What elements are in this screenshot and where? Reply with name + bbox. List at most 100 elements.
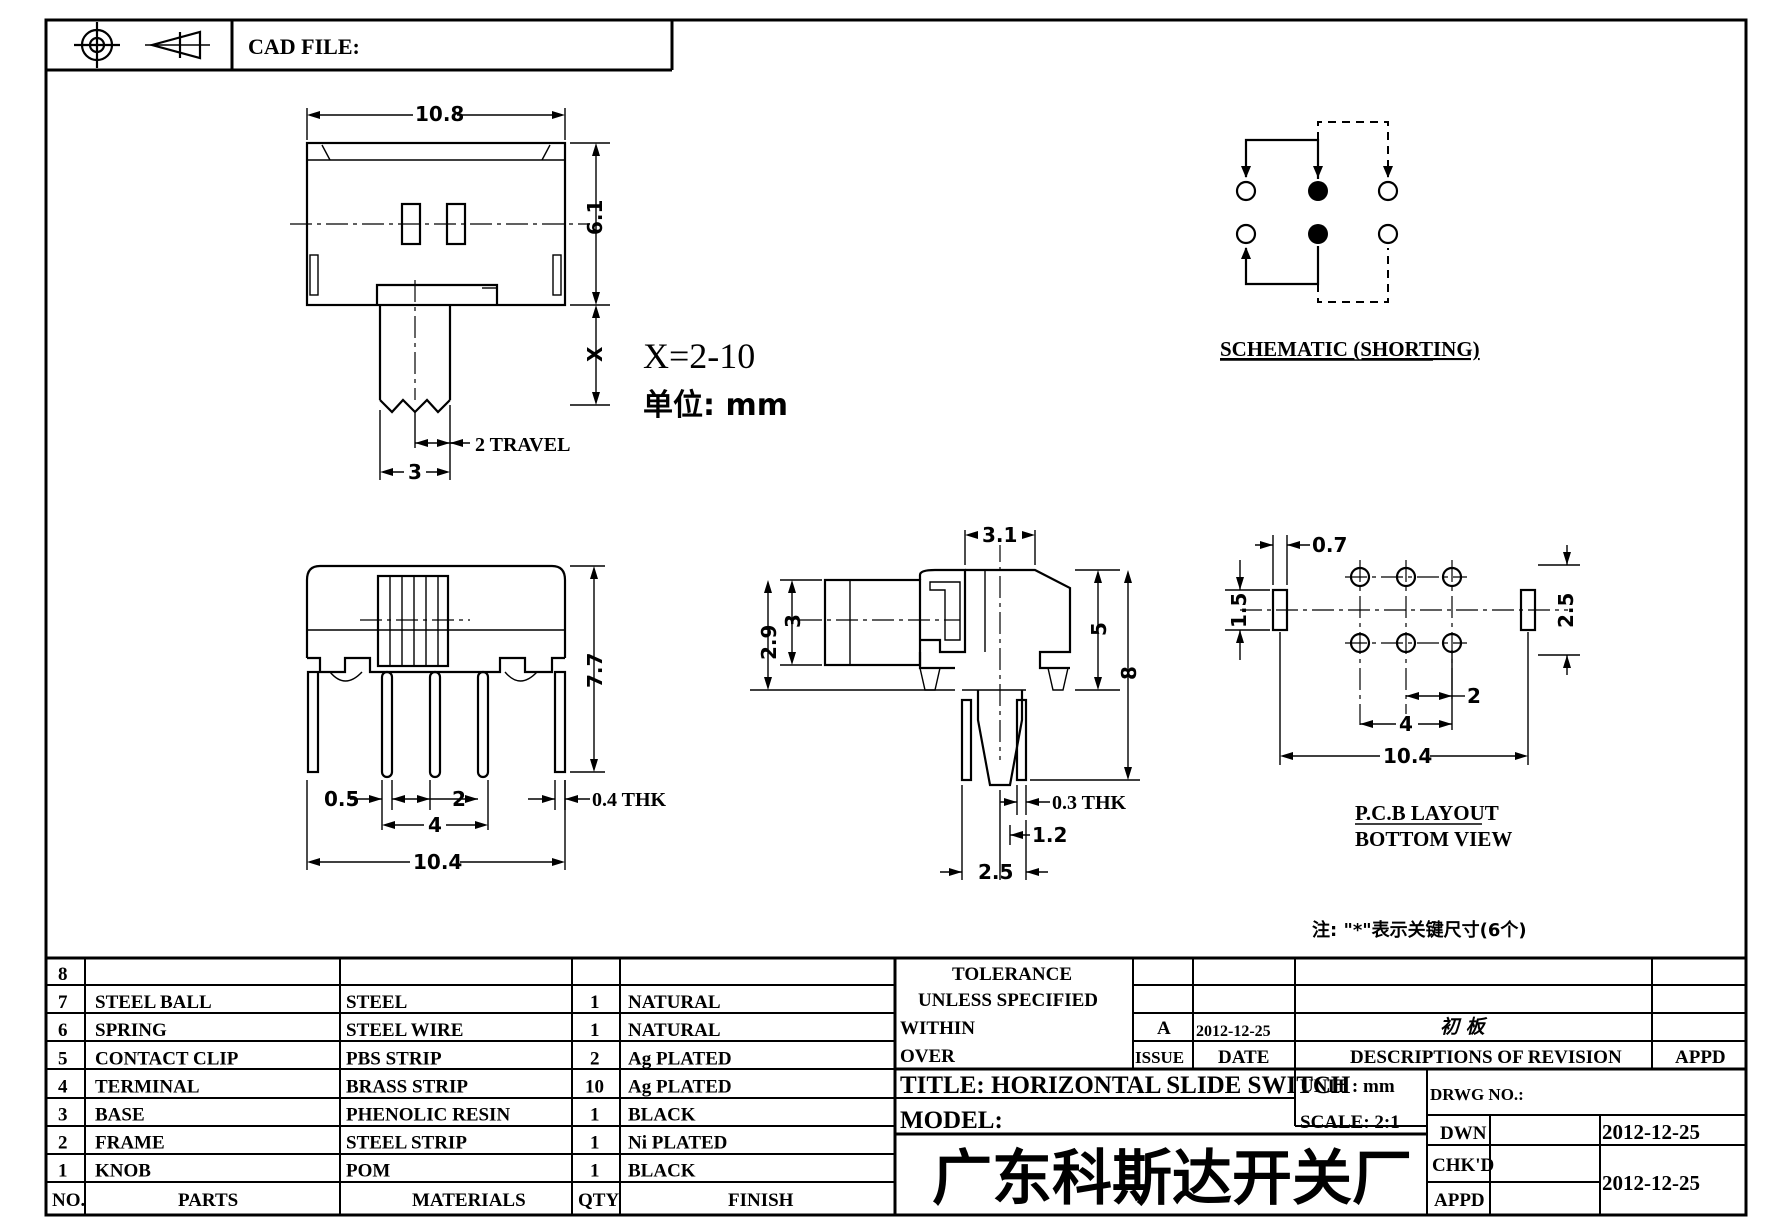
- row-material: STEEL STRIP: [346, 1133, 467, 1154]
- dim-pcb-hole: 0.7: [1312, 533, 1347, 557]
- row-number: 6: [58, 1020, 68, 1041]
- row-number: 5: [58, 1048, 68, 1069]
- parts-header-row: NO. PARTS MATERIALS QTY FINISH: [52, 1190, 794, 1211]
- dim-pcb-total: 10.4: [1383, 744, 1432, 768]
- pcb-layout: 0.7 1.5 2.5 2 4 10.4 P.C.B LAYOUT: [1225, 533, 1580, 851]
- row-material: STEEL: [346, 992, 407, 1013]
- descriptions-label: DESCRIPTIONS OF REVISION: [1350, 1047, 1622, 1068]
- row-material: PBS STRIP: [346, 1048, 442, 1069]
- model-label: MODEL:: [900, 1107, 1003, 1134]
- pcb-caption-line1: P.C.B LAYOUT: [1355, 801, 1499, 825]
- dim-travel: 2 TRAVEL: [475, 434, 570, 456]
- appd-header: APPD: [1675, 1047, 1726, 1068]
- dim-front-pin: 0.5: [324, 787, 359, 811]
- parts-table: [46, 956, 1746, 1215]
- header-materials: MATERIALS: [412, 1190, 526, 1211]
- header-qty: QTY: [578, 1190, 619, 1211]
- row-number: 3: [58, 1105, 68, 1126]
- terminal-open: [1377, 223, 1399, 245]
- drawing-title: TITLE: HORIZONTAL SLIDE SWITCH: [900, 1072, 1351, 1099]
- dwn-label: DWN: [1440, 1123, 1487, 1144]
- row-finish: BLACK: [628, 1161, 696, 1182]
- side-view: 3.1 3 2.9 5 8 0.3 THK 1.2: [750, 523, 1141, 884]
- dim-front-pitch: 2: [452, 787, 466, 811]
- title-block-text: TOLERANCE UNLESS SPECIFIED WITHIN OVER A…: [900, 964, 1726, 1214]
- dim-front-height: 7.7: [583, 653, 607, 688]
- dim-side-pin-span: 2.5: [978, 860, 1013, 884]
- chk-date: 2012-12-25: [1602, 1171, 1700, 1195]
- cad-file-label: CAD FILE:: [248, 34, 360, 59]
- dim-side-knob-h: 3: [781, 614, 805, 628]
- table-row: 1 KNOB POM 1 BLACK: [58, 1161, 696, 1182]
- front-view: 7.7 0.5 2 4 0.4 THK 10.4: [305, 564, 667, 874]
- row-qty: 1: [590, 992, 600, 1013]
- crosshair-circle-icon: [74, 22, 120, 68]
- over-label: OVER: [900, 1046, 955, 1067]
- row-qty: 1: [590, 1161, 600, 1182]
- dim-front-outer-pitch: 4: [428, 813, 442, 837]
- terminal-closed: [1308, 181, 1328, 201]
- dim-side-pin-gap: 1.2: [1032, 823, 1067, 847]
- row-part: KNOB: [95, 1161, 151, 1182]
- row-finish: Ag PLATED: [628, 1048, 732, 1069]
- row-qty: 1: [590, 1105, 600, 1126]
- row-qty: 1: [590, 1020, 600, 1041]
- row-qty: 2: [590, 1048, 600, 1069]
- appd-label: APPD: [1434, 1190, 1485, 1211]
- schematic-diagram: SCHEMATIC (SHORTING): [1220, 121, 1480, 361]
- row-part: FRAME: [95, 1133, 165, 1154]
- revision-description: 初 板: [1440, 1016, 1488, 1038]
- scale-value: SCALE: 2:1: [1300, 1112, 1400, 1133]
- row-number: 7: [58, 992, 68, 1013]
- unless-specified-label: UNLESS SPECIFIED: [918, 990, 1098, 1011]
- row-material: STEEL WIRE: [346, 1020, 463, 1041]
- dim-pcb-pitch: 2: [1467, 684, 1481, 708]
- title-block-grid: [895, 958, 1746, 1215]
- date-label: DATE: [1218, 1047, 1269, 1068]
- dim-side-thk: 0.3 THK: [1052, 792, 1127, 814]
- terminal-open: [1377, 180, 1399, 202]
- terminal-open: [1235, 180, 1257, 202]
- dim-width: 10.8: [415, 102, 464, 126]
- issue-date: 2012-12-25: [1196, 1023, 1271, 1040]
- unit-value: UNIT : mm: [1300, 1076, 1395, 1097]
- row-finish: NATURAL: [628, 1020, 721, 1041]
- terminal-open: [1235, 223, 1257, 245]
- dim-front-total: 10.4: [413, 850, 462, 874]
- issue-label: ISSUE: [1135, 1048, 1184, 1067]
- dim-pcb-slot-left: 1.5: [1227, 593, 1251, 628]
- critical-dimension-note: 注: "*"表示关键尺寸(6个): [1312, 919, 1527, 941]
- dim-height: 6.1: [583, 200, 607, 235]
- dwn-date: 2012-12-25: [1602, 1120, 1700, 1144]
- unit-label: 单位: mm: [643, 388, 788, 423]
- row-part: TERMINAL: [95, 1076, 200, 1097]
- x-range-label: X=2-10: [643, 336, 755, 376]
- row-qty: 10: [585, 1076, 604, 1097]
- row-number: 8: [58, 964, 68, 985]
- row-finish: NATURAL: [628, 992, 721, 1013]
- top-view: 10.8 6.1 X 3 2 TRAVEL X=2-10 单位: mm: [290, 102, 788, 484]
- row-part: STEEL BALL: [95, 992, 212, 1013]
- row-number: 2: [58, 1133, 68, 1154]
- issue-value: A: [1157, 1018, 1171, 1039]
- within-label: WITHIN: [900, 1018, 975, 1039]
- row-finish: BLACK: [628, 1105, 696, 1126]
- row-material: POM: [346, 1161, 390, 1182]
- dim-x: X: [583, 346, 607, 362]
- dim-pcb-span: 4: [1399, 712, 1413, 736]
- dim-side-body: 5: [1087, 622, 1111, 636]
- header-parts: PARTS: [178, 1190, 238, 1211]
- row-material: PHENOLIC RESIN: [346, 1105, 510, 1126]
- table-row: 8: [58, 964, 68, 985]
- pcb-caption-line2: BOTTOM VIEW: [1355, 827, 1512, 851]
- row-number: 1: [58, 1161, 68, 1182]
- row-finish: Ag PLATED: [628, 1076, 732, 1097]
- chkd-label: CHK'D: [1432, 1155, 1494, 1176]
